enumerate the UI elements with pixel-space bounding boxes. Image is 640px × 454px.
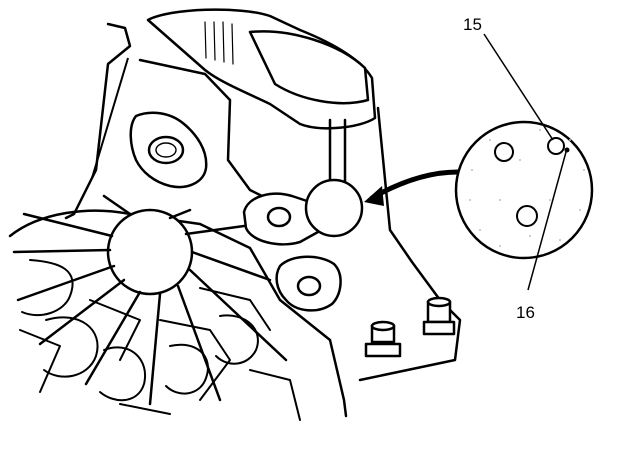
detail-hole-lower bbox=[516, 205, 538, 227]
mounting-ear-hole-inner bbox=[155, 142, 177, 158]
enlarged-detail-circle bbox=[454, 120, 594, 260]
callout-16-leader bbox=[527, 151, 567, 291]
cover-leader-line bbox=[91, 57, 129, 179]
bracket-lower-hole bbox=[296, 275, 322, 297]
housing-left-wall bbox=[64, 22, 132, 220]
detail-hole-upper bbox=[494, 142, 514, 162]
housing-assembly bbox=[64, 8, 462, 382]
cover-ribs bbox=[19, 259, 301, 421]
spoked-cover bbox=[8, 194, 348, 421]
detail-dowel-pin bbox=[547, 137, 565, 155]
bolt-right bbox=[422, 296, 456, 336]
callout-15-label: 15 bbox=[463, 15, 482, 34]
detail-source-circle bbox=[304, 178, 364, 238]
upper-boss-inner bbox=[248, 30, 370, 105]
detail-dowel-mark bbox=[564, 147, 570, 153]
bracket-upper-hole bbox=[266, 206, 292, 228]
callout-16-label: 16 bbox=[516, 303, 535, 322]
enlarged-detail-stipple bbox=[469, 129, 585, 247]
housing-body-edge bbox=[138, 58, 264, 198]
cover-outer-rim bbox=[8, 209, 348, 418]
callout-15-leader bbox=[483, 33, 554, 141]
detail-arrow-head bbox=[364, 186, 384, 206]
cover-spokes bbox=[12, 194, 288, 406]
enlarged-detail bbox=[454, 120, 594, 260]
bolt-left bbox=[364, 320, 402, 358]
upper-boss-shaft bbox=[204, 21, 234, 65]
